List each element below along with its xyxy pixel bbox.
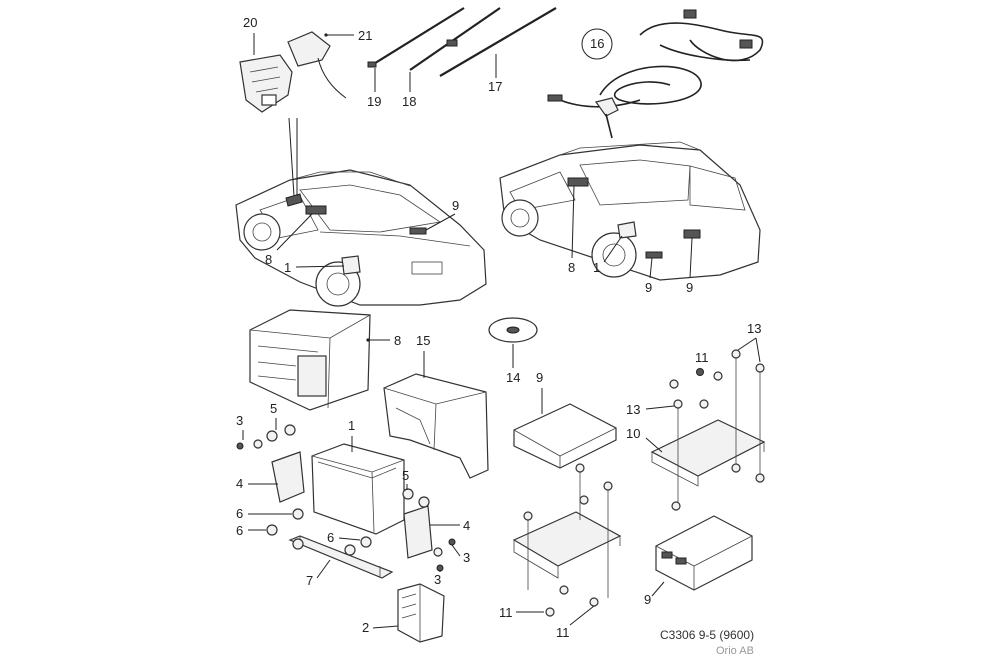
callout-21: 21: [358, 28, 372, 43]
callout-11-b: 11: [556, 625, 570, 640]
callout-9-sedan: 9: [452, 198, 459, 213]
hardware-right: [669, 349, 765, 511]
part-15-cover: [383, 373, 489, 479]
callout-9-box: 9: [536, 370, 543, 385]
callout-1-module: 1: [348, 418, 355, 433]
callout-6-a: 6: [236, 506, 243, 521]
part-2-small-module: [397, 583, 445, 643]
part-21-antenna: [287, 31, 347, 99]
part-4-bracket-right: [403, 505, 433, 559]
callout-18: 18: [402, 94, 416, 109]
hardware-middle: [523, 463, 613, 617]
callout-8-sedan: 8: [265, 252, 272, 267]
callout-15: 15: [416, 333, 430, 348]
callout-6-c: 6: [327, 530, 334, 545]
part-1-main-module: [311, 443, 405, 535]
callout-16: 16: [590, 36, 604, 51]
callout-14: 14: [506, 370, 520, 385]
part-17-rod: [439, 7, 557, 77]
callout-3-a: 3: [236, 413, 243, 428]
callout-7: 7: [306, 573, 313, 588]
sedan-car: [235, 169, 487, 307]
hardware-left: [236, 424, 456, 572]
part-16-cable-harness: [547, 9, 764, 139]
part-7-rail: [288, 535, 394, 579]
callout-9-wagon-a: 9: [645, 280, 652, 295]
callout-8-wagon: 8: [568, 260, 575, 275]
bracket-middle: [512, 511, 622, 579]
callout-10: 10: [626, 426, 640, 441]
footer-code: C3306 9-5 (9600): [660, 628, 755, 642]
callout-17: 17: [488, 79, 502, 94]
callout-13-b: 13: [626, 402, 640, 417]
callout-1-sedan: 1: [284, 260, 291, 275]
footer-author: Orio AB: [716, 645, 754, 657]
callout-11-a: 11: [499, 605, 513, 620]
callout-9-right: 9: [644, 592, 651, 607]
part-8-nav-unit: [249, 309, 371, 411]
part-14-cd: [488, 317, 538, 343]
part-9-module-right: [655, 515, 753, 591]
callout-5-b: 5: [402, 468, 409, 483]
part-4-bracket-left: [271, 451, 305, 503]
callout-3-b: 3: [463, 550, 470, 565]
callout-4-left: 4: [236, 476, 243, 491]
callout-3-c: 3: [434, 572, 441, 587]
part-19-rod: [367, 7, 465, 68]
callout-19: 19: [367, 94, 381, 109]
callout-16-circle: [581, 28, 613, 60]
callout-11-c: 11: [695, 350, 709, 365]
part-9-box-module: [513, 403, 617, 469]
callout-6-b: 6: [236, 523, 243, 538]
callout-5-a: 5: [270, 401, 277, 416]
wagon-car: [499, 141, 761, 281]
callout-13-a: 13: [747, 321, 761, 336]
callout-20: 20: [243, 15, 257, 30]
part-18-rod: [409, 7, 501, 71]
part-20-module: [239, 54, 293, 113]
callout-9-wagon-b: 9: [686, 280, 693, 295]
callout-1-wagon: 1: [593, 260, 600, 275]
part-10-bracket: [650, 419, 766, 487]
callout-8-unit: 8: [394, 333, 401, 348]
callout-4-right: 4: [463, 518, 470, 533]
callout-2: 2: [362, 620, 369, 635]
